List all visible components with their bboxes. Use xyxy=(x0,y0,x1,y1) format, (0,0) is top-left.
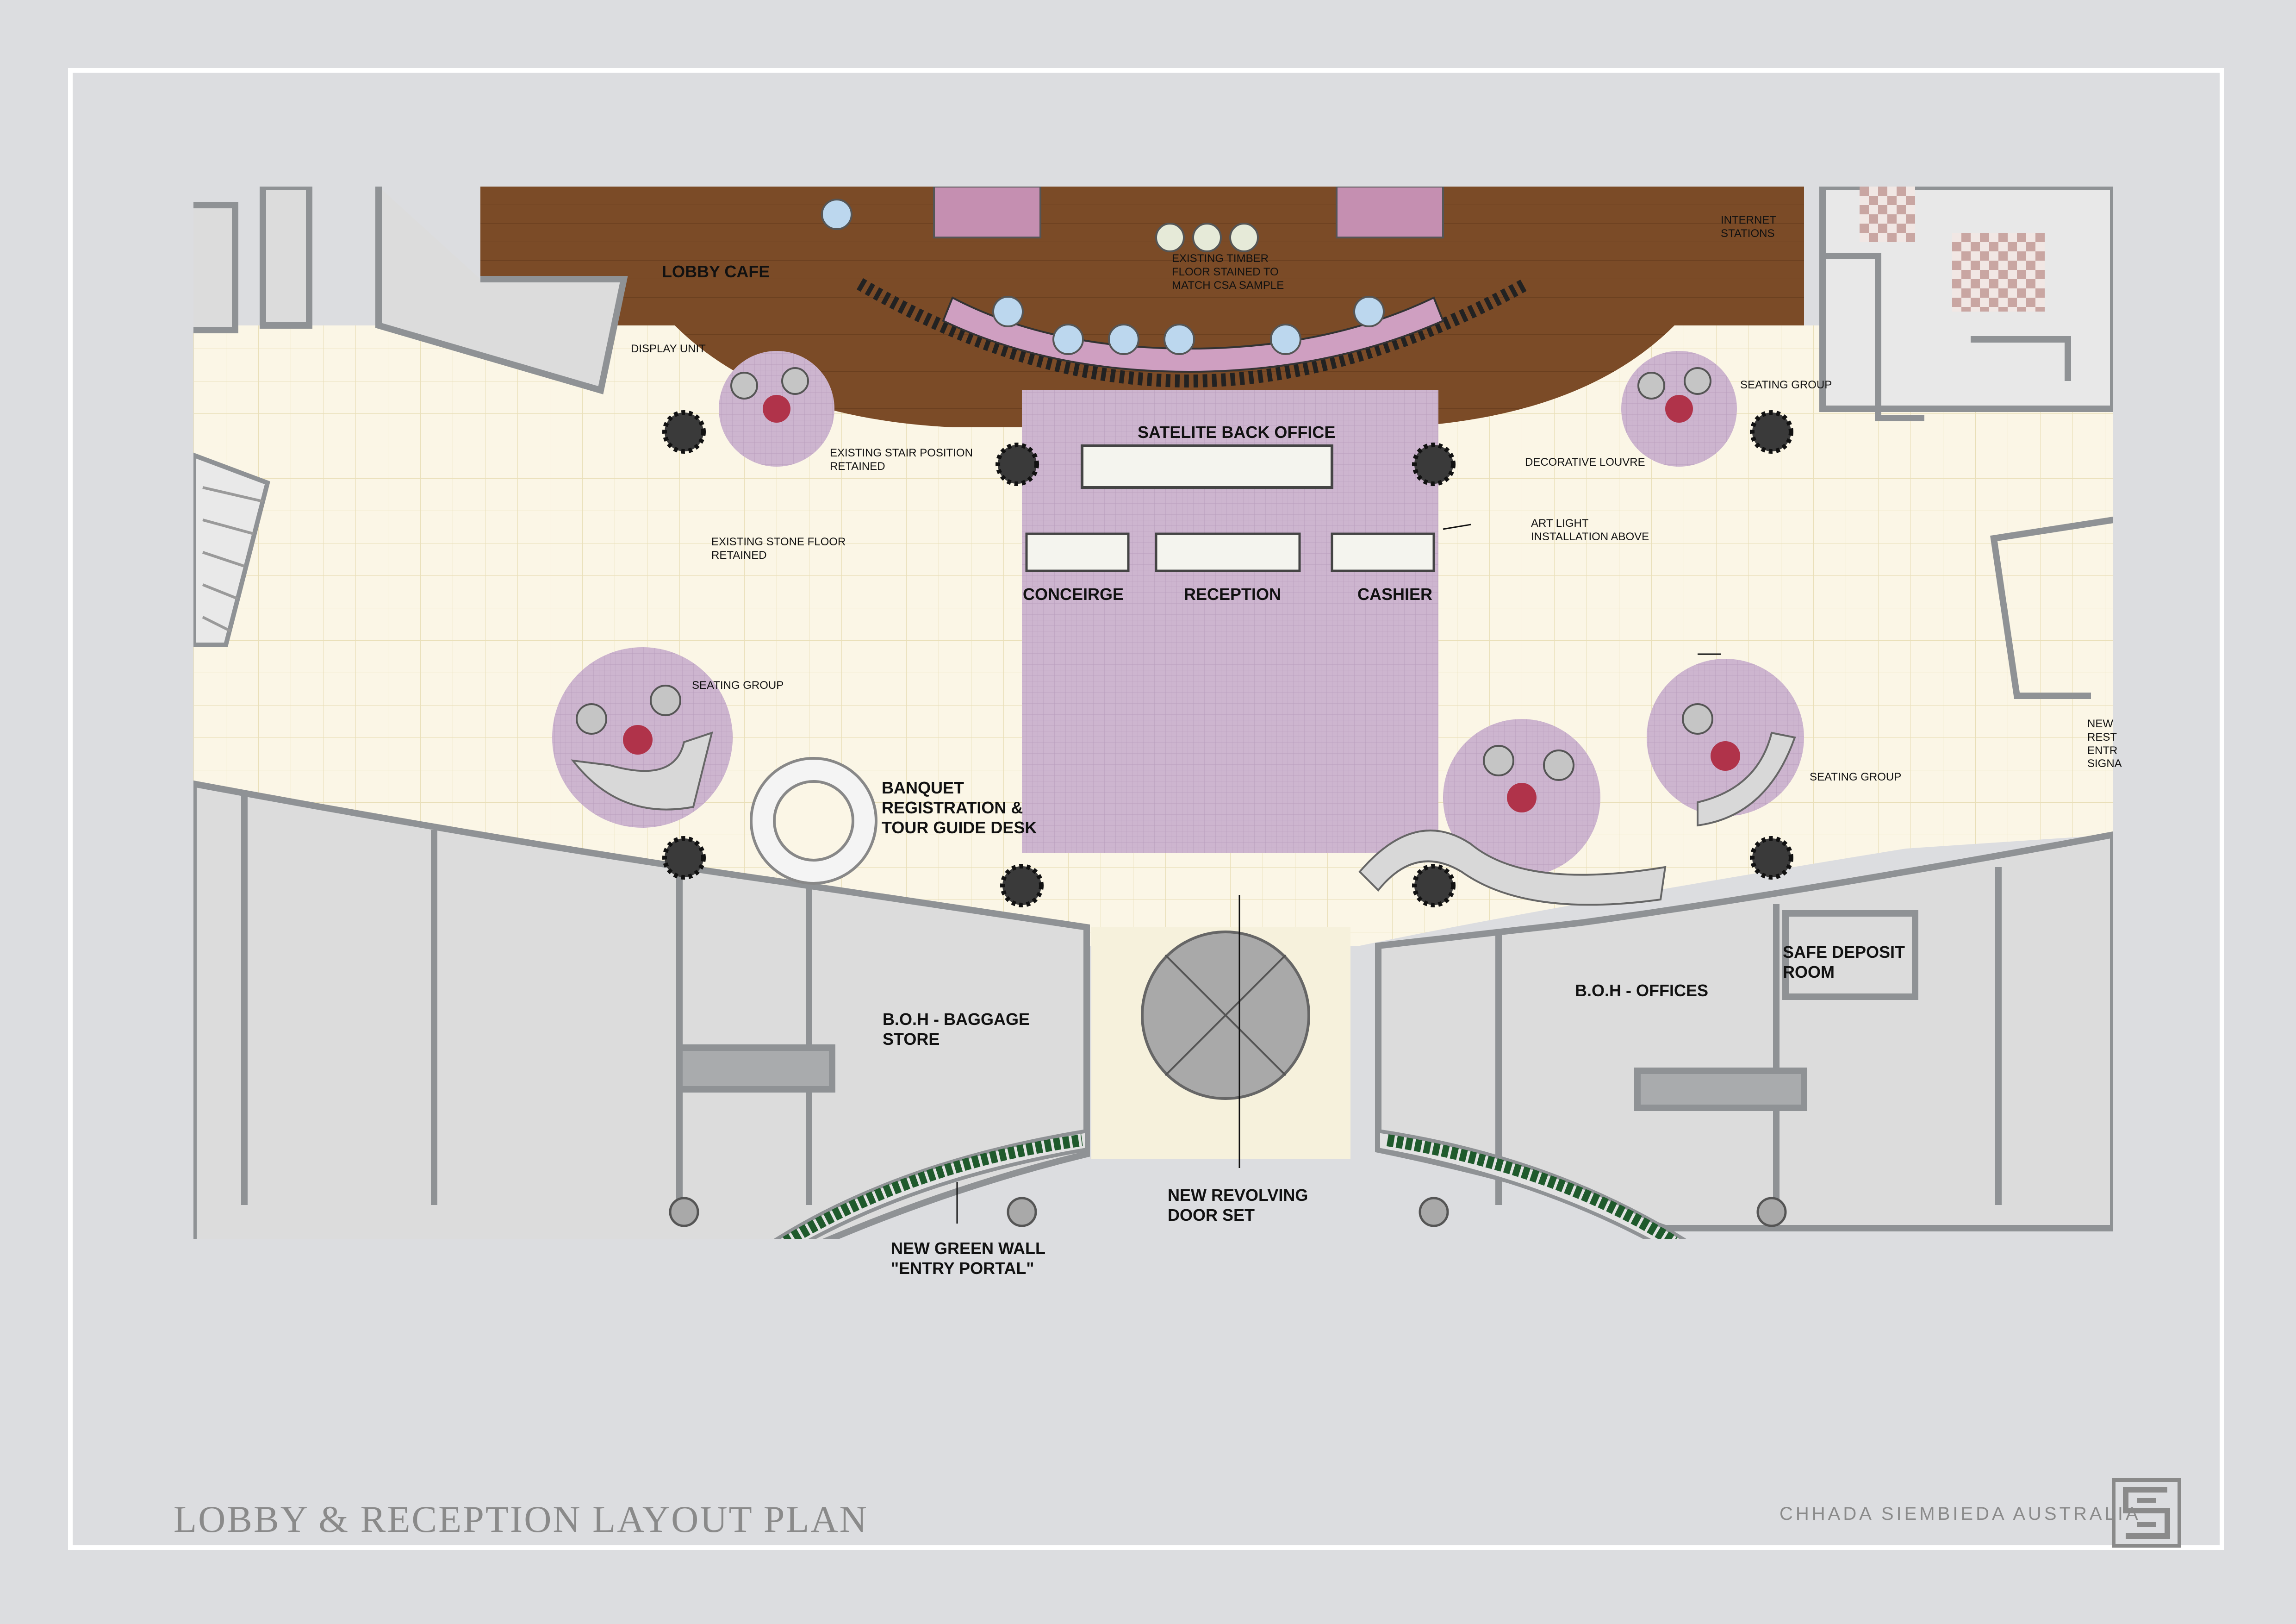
label-decorative-louvre: DECORATIVE LOUVRE xyxy=(1525,456,1645,468)
label-satelite-back-office: SATELITE BACK OFFICE xyxy=(1138,423,1336,442)
label-seating-group-3: SEATING GROUP xyxy=(1810,771,1902,783)
reception-counters xyxy=(1025,532,1435,572)
floor-plan xyxy=(193,187,2113,1239)
curved-stair xyxy=(856,278,1530,388)
top-right-restrooms xyxy=(1819,187,2113,421)
label-boh-baggage: B.O.H - BAGGAGE STORE xyxy=(883,1010,1030,1049)
label-new-rest-entry: NEW REST ENTR SIGNA xyxy=(2087,718,2122,770)
label-seating-group-1: SEATING GROUP xyxy=(1740,379,1832,391)
label-art-light: ART LIGHT INSTALLATION ABOVE xyxy=(1531,517,1649,543)
green-wall-left xyxy=(774,1129,1089,1239)
label-boh-offices: B.O.H - OFFICES xyxy=(1575,981,1708,1000)
top-seating xyxy=(821,187,1444,355)
label-green-wall: NEW GREEN WALL "ENTRY PORTAL" xyxy=(891,1239,1045,1278)
sheet-frame xyxy=(68,68,2224,1550)
label-concierge: CONCEIRGE xyxy=(1023,585,1124,604)
seating-group-mr xyxy=(1647,659,1804,827)
firm-logo-icon xyxy=(2112,1478,2181,1548)
label-display-unit: DISPLAY UNIT xyxy=(631,343,706,355)
label-existing-timber: EXISTING TIMBER FLOOR STAINED TO MATCH C… xyxy=(1172,252,1284,292)
label-cashier: CASHIER xyxy=(1357,585,1433,604)
seating-group-tl xyxy=(719,351,834,467)
green-wall-right xyxy=(1376,1129,1686,1239)
revolving-door xyxy=(1091,927,1350,1159)
bottom-left-rooms xyxy=(193,780,1090,1239)
left-stair xyxy=(193,452,270,647)
label-banquet: BANQUET REGISTRATION & TOUR GUIDE DESK xyxy=(882,778,1037,837)
right-wall xyxy=(1990,517,2113,699)
bottom-right-rooms xyxy=(1375,831,2113,1231)
label-existing-stone: EXISTING STONE FLOOR RETAINED xyxy=(711,536,846,562)
timber-floor xyxy=(545,187,1804,427)
label-reception: RECEPTION xyxy=(1184,585,1282,604)
column-planters xyxy=(662,410,1793,907)
label-lobby-cafe: LOBBY CAFE xyxy=(662,262,770,281)
top-left-walls xyxy=(193,187,628,394)
sheet-title: LOBBY & RECEPTION LAYOUT PLAN xyxy=(174,1498,868,1540)
seating-group-ml xyxy=(552,647,733,828)
timber-floor-left xyxy=(480,187,675,279)
label-seating-group-2: SEATING GROUP xyxy=(692,679,784,692)
leader-lines xyxy=(956,524,1721,1224)
external-columns xyxy=(669,1197,1787,1227)
label-revolving-door: NEW REVOLVING DOOR SET xyxy=(1168,1186,1308,1225)
label-internet-stations: INTERNET STATIONS xyxy=(1721,214,1776,240)
seating-group-tr xyxy=(1621,351,1737,467)
banquet-desk xyxy=(750,757,877,885)
label-existing-stair: EXISTING STAIR POSITION RETAINED xyxy=(830,447,973,473)
firm-name: CHHADA SIEMBIEDA AUSTRALIA xyxy=(1780,1504,2141,1524)
seating-group-center xyxy=(1358,719,1667,906)
label-safe-deposit: SAFE DEPOSIT ROOM xyxy=(1783,943,1905,982)
back-office-desk xyxy=(1081,444,1333,489)
